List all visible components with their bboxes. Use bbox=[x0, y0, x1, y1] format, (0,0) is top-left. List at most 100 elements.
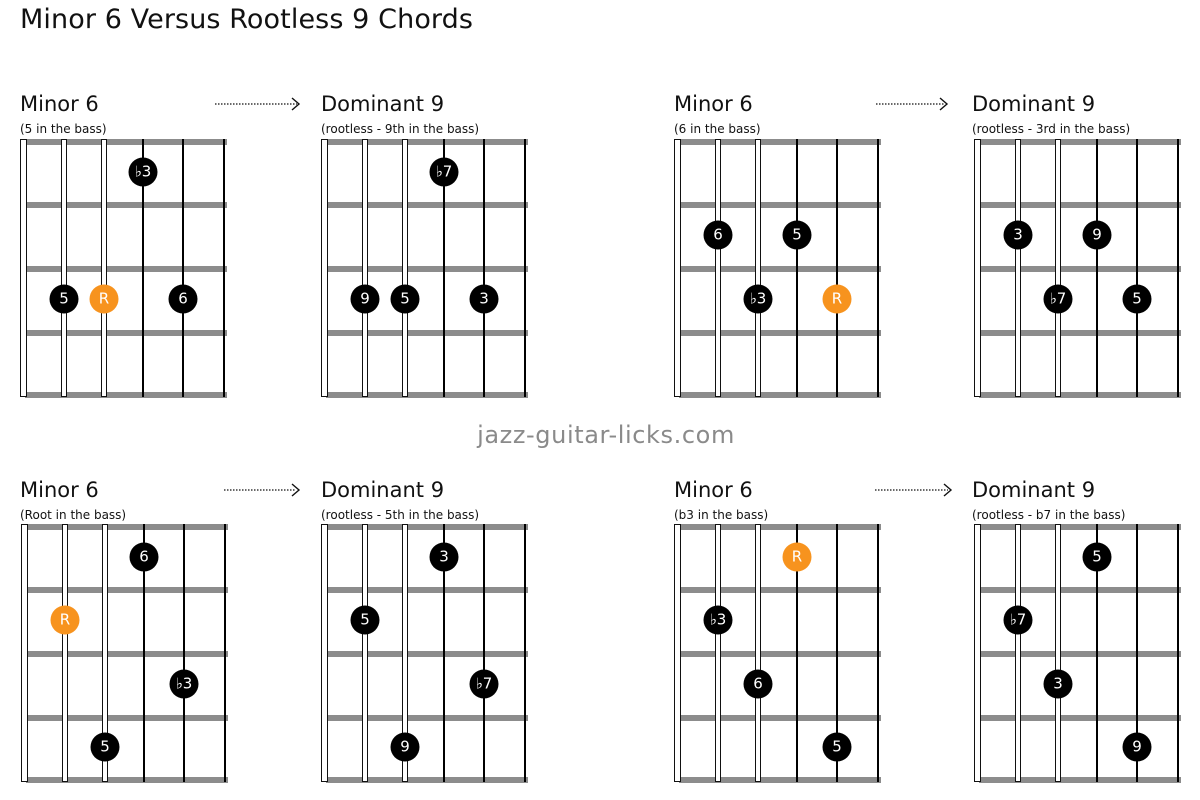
fret-line bbox=[679, 587, 881, 593]
note-marker: 5 bbox=[350, 605, 380, 635]
chord-subtitle: (rootless - 9th in the bass) bbox=[321, 122, 480, 136]
fret-line bbox=[979, 651, 1181, 657]
note-marker: 3 bbox=[429, 542, 459, 572]
chord-subtitle: (b3 in the bass) bbox=[674, 508, 769, 522]
chord-subtitle: (Root in the bass) bbox=[20, 508, 127, 522]
guitar-string bbox=[142, 139, 144, 397]
root-note-marker: R bbox=[822, 284, 852, 314]
guitar-string bbox=[101, 524, 108, 782]
arrow-right-icon bbox=[876, 97, 949, 111]
fret-line bbox=[679, 651, 881, 657]
guitar-string bbox=[714, 139, 721, 397]
note-marker: ♭3 bbox=[743, 284, 773, 314]
guitar-string bbox=[714, 524, 721, 782]
fret-line bbox=[679, 266, 881, 272]
guitar-string bbox=[1177, 524, 1179, 782]
guitar-string bbox=[361, 139, 368, 397]
note-marker: 5 bbox=[1082, 542, 1112, 572]
guitar-string bbox=[974, 524, 981, 782]
fret-line bbox=[25, 202, 227, 208]
fret-line bbox=[26, 587, 228, 593]
guitar-string bbox=[100, 139, 107, 397]
fret-line bbox=[979, 330, 1181, 336]
fret-line bbox=[25, 139, 227, 145]
watermark: jazz-guitar-licks.com bbox=[477, 421, 735, 449]
fret-line bbox=[326, 777, 528, 783]
guitar-string bbox=[674, 139, 681, 397]
chord-title-dominant-9: Dominant 9 bbox=[972, 92, 1096, 116]
note-marker: 6 bbox=[129, 542, 159, 572]
fret-line bbox=[26, 715, 228, 721]
guitar-string bbox=[754, 139, 761, 397]
fret-line bbox=[679, 777, 881, 783]
fret-line bbox=[679, 715, 881, 721]
guitar-string bbox=[796, 139, 798, 397]
fret-line bbox=[25, 392, 227, 398]
fret-line bbox=[25, 266, 227, 272]
note-marker: 5 bbox=[49, 284, 79, 314]
fret-line bbox=[26, 777, 228, 783]
chord-title-dominant-9: Dominant 9 bbox=[972, 478, 1096, 502]
guitar-string bbox=[182, 139, 184, 397]
guitar-string bbox=[1014, 139, 1021, 397]
guitar-string bbox=[361, 524, 368, 782]
guitar-string bbox=[21, 524, 28, 782]
chord-subtitle: (rootless - 3rd in the bass) bbox=[972, 122, 1131, 136]
note-marker: 9 bbox=[350, 284, 380, 314]
guitar-string bbox=[223, 139, 225, 397]
guitar-string bbox=[443, 524, 445, 782]
note-marker: ♭7 bbox=[1043, 284, 1073, 314]
note-marker: ♭3 bbox=[169, 669, 199, 699]
guitar-string bbox=[836, 139, 838, 397]
chord-subtitle: (5 in the bass) bbox=[20, 122, 107, 136]
guitar-string bbox=[443, 139, 445, 397]
guitar-string bbox=[483, 139, 485, 397]
chord-subtitle: (6 in the bass) bbox=[674, 122, 761, 136]
fret-line bbox=[679, 392, 881, 398]
chord-subtitle: (rootless - b7 in the bass) bbox=[972, 508, 1126, 522]
guitar-string bbox=[524, 524, 526, 782]
note-marker: 5 bbox=[390, 284, 420, 314]
guitar-string bbox=[60, 139, 67, 397]
note-marker: 9 bbox=[1082, 220, 1112, 250]
fret-line bbox=[979, 392, 1181, 398]
fret-line bbox=[979, 266, 1181, 272]
guitar-string bbox=[1014, 524, 1021, 782]
note-marker: 6 bbox=[703, 220, 733, 250]
guitar-string bbox=[483, 524, 485, 782]
note-marker: 3 bbox=[469, 284, 499, 314]
fret-line bbox=[979, 715, 1181, 721]
root-note-marker: R bbox=[89, 284, 119, 314]
fret-line bbox=[979, 777, 1181, 783]
guitar-string bbox=[401, 139, 408, 397]
fret-line bbox=[979, 587, 1181, 593]
note-marker: ♭3 bbox=[128, 157, 158, 187]
note-marker: 6 bbox=[168, 284, 198, 314]
guitar-string bbox=[1136, 524, 1138, 782]
fret-line bbox=[326, 330, 528, 336]
root-note-marker: R bbox=[782, 542, 812, 572]
guitar-string bbox=[974, 139, 981, 397]
arrow-right-icon bbox=[875, 483, 953, 497]
page-title: Minor 6 Versus Rootless 9 Chords bbox=[20, 4, 474, 35]
fret-line bbox=[679, 524, 881, 530]
note-marker: ♭3 bbox=[703, 605, 733, 635]
chord-title-minor-6: Minor 6 bbox=[20, 478, 99, 502]
guitar-string bbox=[877, 139, 879, 397]
note-marker: ♭7 bbox=[1003, 605, 1033, 635]
guitar-string bbox=[754, 524, 761, 782]
note-marker: 3 bbox=[1043, 669, 1073, 699]
note-marker: 6 bbox=[743, 669, 773, 699]
guitar-string bbox=[1054, 139, 1061, 397]
note-marker: ♭7 bbox=[429, 157, 459, 187]
guitar-string bbox=[674, 524, 681, 782]
guitar-string bbox=[796, 524, 798, 782]
fret-line bbox=[679, 330, 881, 336]
